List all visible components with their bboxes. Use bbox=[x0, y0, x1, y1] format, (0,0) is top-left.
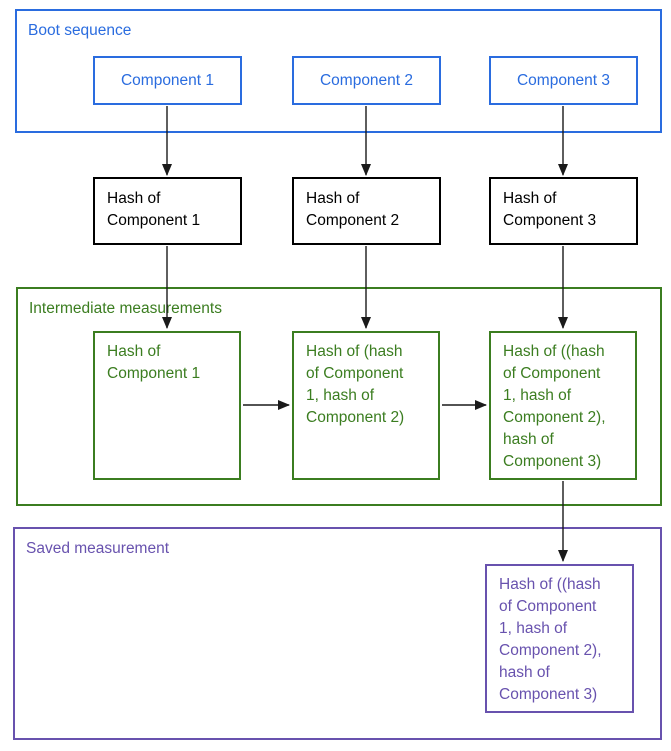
saved-measurement-group: Saved measurement bbox=[13, 527, 662, 740]
component-2-label: Component 2 bbox=[319, 71, 414, 89]
hash-of-component-1-box: Hash of Component 1 bbox=[93, 177, 242, 245]
saved-measurement-label: Saved measurement bbox=[26, 540, 170, 557]
intermediate-measurement-1-box: Hash of Component 1 bbox=[93, 331, 241, 480]
component-3-box: Component 3 bbox=[489, 56, 638, 105]
intermediate-measurements-label: Intermediate measurements bbox=[29, 300, 222, 317]
hash-of-component-3-box: Hash of Component 3 bbox=[489, 177, 638, 245]
hash-of-component-2-box: Hash of Component 2 bbox=[292, 177, 441, 245]
boot-sequence-group: Boot sequence bbox=[15, 9, 662, 133]
intermediate-measurements-group: Intermediate measurements bbox=[16, 287, 662, 506]
component-2-box: Component 2 bbox=[292, 56, 441, 105]
intermediate-measurement-2-box: Hash of (hash of Component 1, hash of Co… bbox=[292, 331, 440, 480]
component-1-box: Component 1 bbox=[93, 56, 242, 105]
boot-sequence-label: Boot sequence bbox=[28, 22, 132, 39]
component-3-label: Component 3 bbox=[516, 71, 611, 89]
component-1-label: Component 1 bbox=[120, 71, 215, 89]
intermediate-measurement-3-box: Hash of ((hash of Component 1, hash of C… bbox=[489, 331, 637, 480]
saved-measurement-box: Hash of ((hash of Component 1, hash of C… bbox=[485, 564, 634, 713]
